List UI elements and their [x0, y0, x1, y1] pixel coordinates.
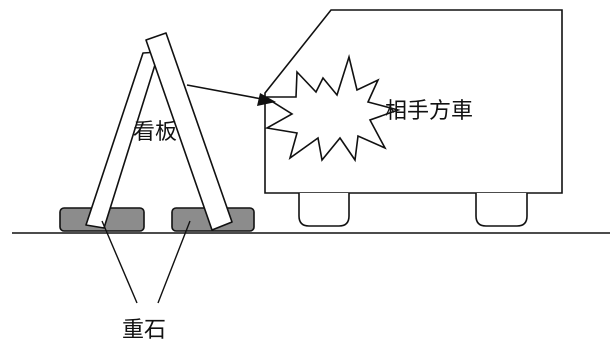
signboard-front-panel [145, 32, 233, 231]
signboard [85, 32, 233, 231]
other-vehicle-label: 相手方車 [385, 99, 473, 124]
other-vehicle [264, 9, 563, 227]
impact-burst [262, 54, 401, 163]
vehicle-wheel-rear [475, 193, 528, 227]
impact-arrow [186, 84, 276, 106]
arrow-head [257, 93, 276, 106]
vehicle-wheel-front [298, 193, 350, 227]
vehicle-body [264, 9, 563, 194]
weight-stones-label: 重石 [122, 318, 166, 343]
signboard-label: 看板 [133, 120, 177, 145]
stone-leader-lines [101, 220, 191, 304]
